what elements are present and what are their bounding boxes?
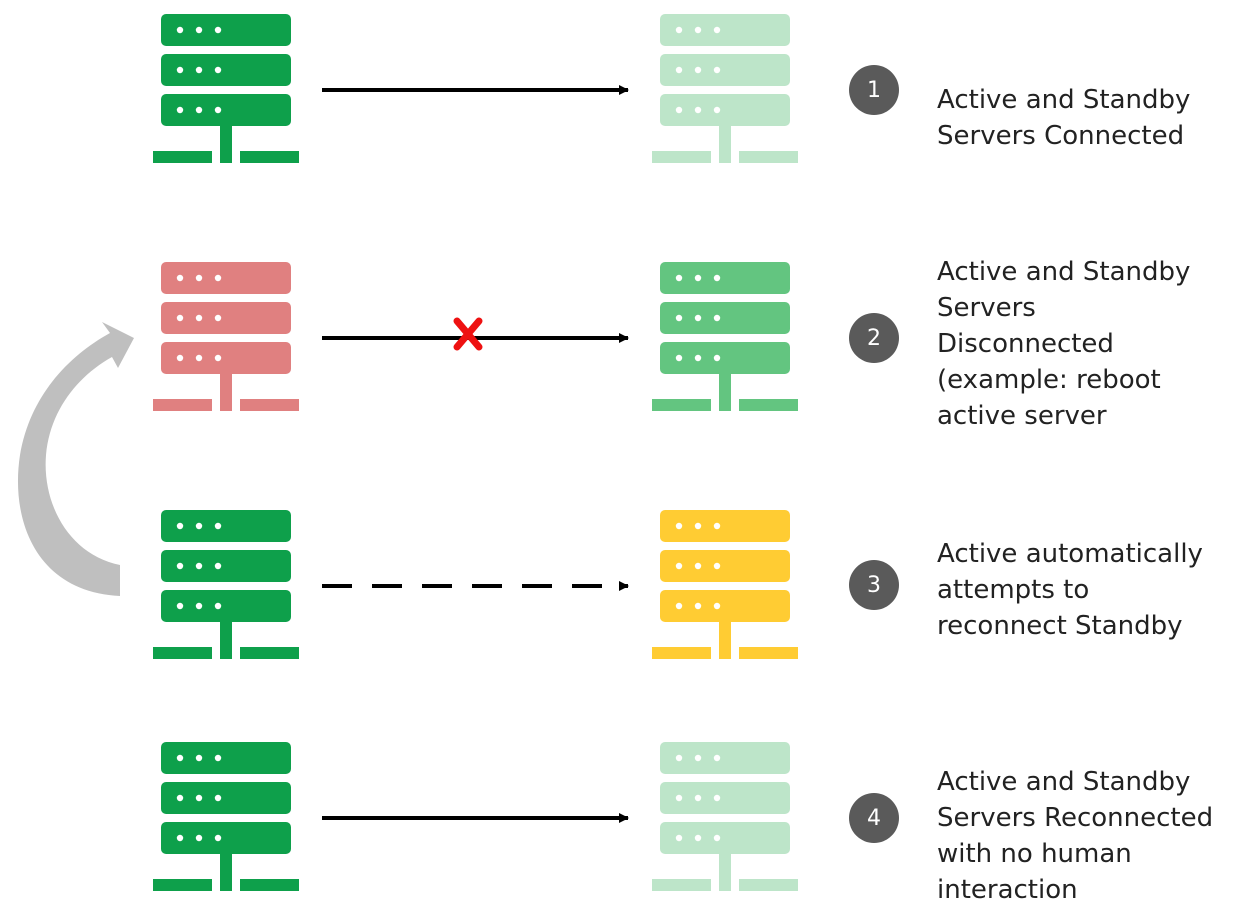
active-server-icon-2	[153, 262, 299, 411]
step-1-description: Active and Standby Servers Connected	[937, 85, 1191, 151]
x-mark-icon	[453, 317, 483, 351]
step-4-description: Active and Standby Servers Reconnected w…	[937, 767, 1214, 905]
standby-server-icon-1	[652, 14, 798, 163]
step-4-badge: 4	[849, 793, 899, 843]
step-3-description: Active automatically attempts to reconne…	[937, 539, 1203, 641]
step-3-badge: 3	[849, 560, 899, 610]
step-1-badge: 1	[849, 65, 899, 115]
step-2-badge: 2	[849, 313, 899, 363]
step-2-description: Active and Standby Servers Disconnected …	[937, 257, 1191, 431]
standby-server-icon-3	[652, 510, 798, 659]
standby-server-icon-4	[652, 742, 798, 891]
active-server-icon-3	[153, 510, 299, 659]
active-server-icon-1	[153, 14, 299, 163]
standby-server-icon-2	[652, 262, 798, 411]
active-server-icon-4	[153, 742, 299, 891]
curved-return-arrow-icon	[17, 322, 134, 596]
